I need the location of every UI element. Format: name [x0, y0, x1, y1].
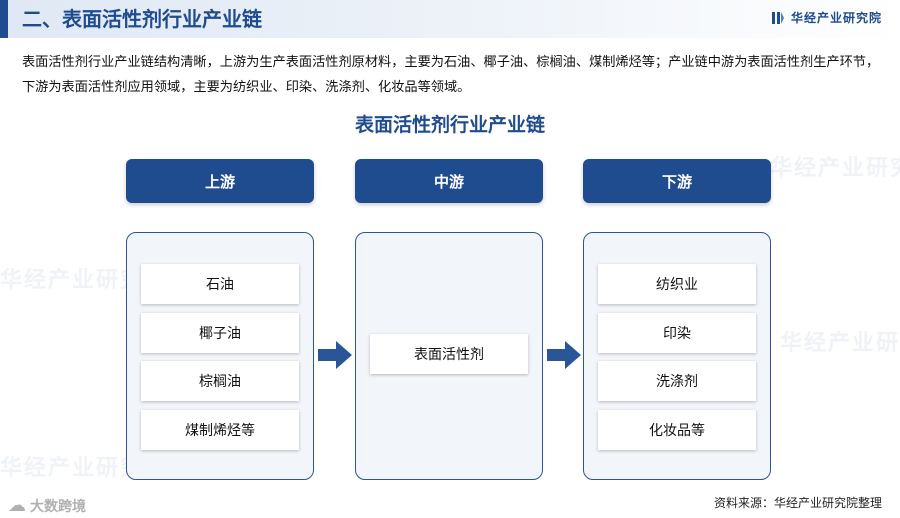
header-banner: 二、表面活性剂行业产业链 华经产业研究院: [0, 0, 900, 38]
upstream-item: 石油: [141, 264, 299, 304]
diagram-title: 表面活性剂行业产业链: [354, 114, 545, 136]
header-accent-bar: [0, 0, 8, 38]
upstream-item: 棕榈油: [141, 361, 299, 401]
source-note: 资料来源：华经产业研究院整理: [713, 496, 882, 510]
upstream-item: 煤制烯烃等: [141, 410, 299, 450]
downstream-item: 印染: [598, 313, 756, 353]
corner-watermark: ☁ 大数跨境: [8, 495, 86, 516]
corner-watermark-text: 大数跨境: [30, 498, 86, 515]
brand: 华经产业研究院: [771, 9, 882, 26]
stage-panel-upstream: 石油 椰子油 棕榈油 煤制烯烃等: [126, 232, 314, 480]
midstream-item: 表面活性剂: [370, 334, 528, 374]
page-title: 二、表面活性剂行业产业链: [22, 7, 262, 31]
watermark: 华经产业研究院: [770, 156, 900, 181]
corner-logo-icon: ☁: [8, 495, 26, 516]
arrow-right-icon: [547, 341, 581, 369]
watermark: 华经产业研究院: [780, 331, 900, 356]
stage-header-midstream: 中游: [355, 159, 543, 203]
arrow-right-icon: [318, 341, 352, 369]
brand-name: 华经产业研究院: [790, 11, 882, 25]
stage-header-upstream: 上游: [126, 159, 314, 203]
downstream-item: 洗涤剂: [598, 361, 756, 401]
intro-paragraph: 表面活性剂行业产业链结构清晰，上游为生产表面活性剂原材料，主要为石油、椰子油、棕…: [22, 55, 880, 95]
brand-logo-icon: [771, 11, 784, 24]
downstream-item: 化妆品等: [598, 410, 756, 450]
stage-panel-downstream: 纺织业 印染 洗涤剂 化妆品等: [583, 232, 771, 480]
downstream-item: 纺织业: [598, 264, 756, 304]
stage-panel-midstream: 表面活性剂: [355, 232, 543, 480]
stage-header-downstream: 下游: [583, 159, 771, 203]
upstream-item: 椰子油: [141, 313, 299, 353]
